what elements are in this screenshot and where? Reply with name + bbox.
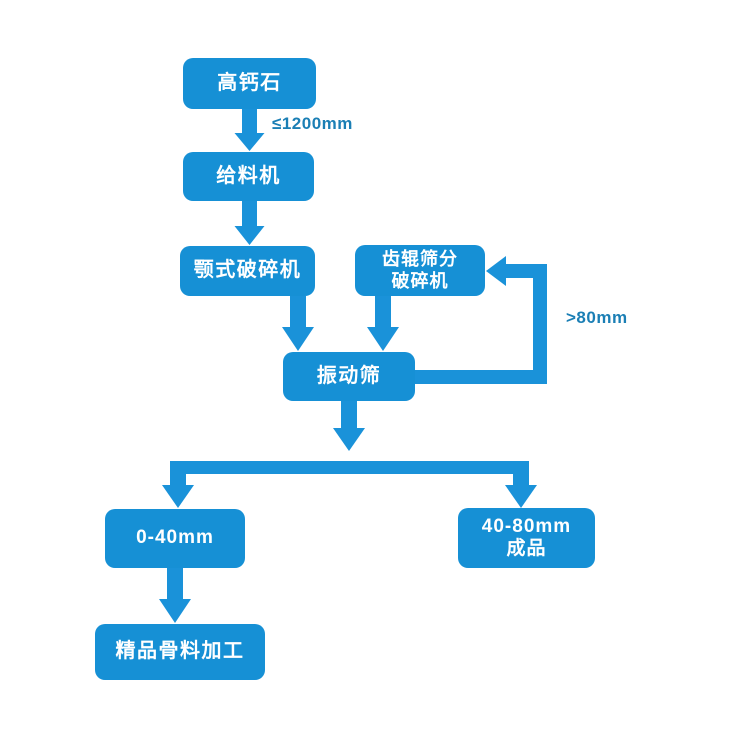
node-roller-crusher-label: 齿辊筛分 破碎机 (382, 249, 458, 291)
node-jaw-crusher-label: 颚式破碎机 (193, 259, 302, 282)
node-product-0-40[interactable]: 0-40mm (105, 509, 245, 568)
node-vibrating-screen-label: 振动筛 (316, 364, 382, 387)
node-roller-crusher[interactable]: 齿辊筛分 破碎机 (355, 245, 485, 296)
node-feeder-label: 给料机 (216, 164, 281, 187)
arrow-raw-to-feeder (234, 109, 265, 151)
arrow-0-40-to-fine-aggregate (159, 568, 191, 623)
edge-label-size-1200: ≤1200mm (272, 114, 353, 133)
edge-label-size-80: >80mm (566, 308, 628, 327)
node-product-40-80[interactable]: 40-80mm 成品 (458, 508, 595, 568)
node-raw-material-label: 高钙石 (217, 71, 282, 94)
node-jaw-crusher[interactable]: 颚式破碎机 (180, 246, 315, 296)
node-raw-material[interactable]: 高钙石 (183, 58, 316, 109)
node-vibrating-screen[interactable]: 振动筛 (283, 352, 415, 401)
node-product-0-40-label: 0-40mm (136, 527, 214, 549)
arrow-jaw-to-screen (282, 296, 314, 351)
arrow-feeder-to-jaw (234, 201, 265, 245)
node-product-40-80-label: 40-80mm 成品 (481, 515, 572, 559)
node-fine-aggregate-label: 精品骨料加工 (115, 640, 245, 663)
node-fine-aggregate[interactable]: 精品骨料加工 (95, 624, 265, 680)
arrow-roller-to-screen (367, 296, 399, 351)
arrow-screen-to-split (333, 401, 365, 451)
split-distribution-bar (162, 461, 537, 508)
node-feeder[interactable]: 给料机 (183, 152, 314, 201)
